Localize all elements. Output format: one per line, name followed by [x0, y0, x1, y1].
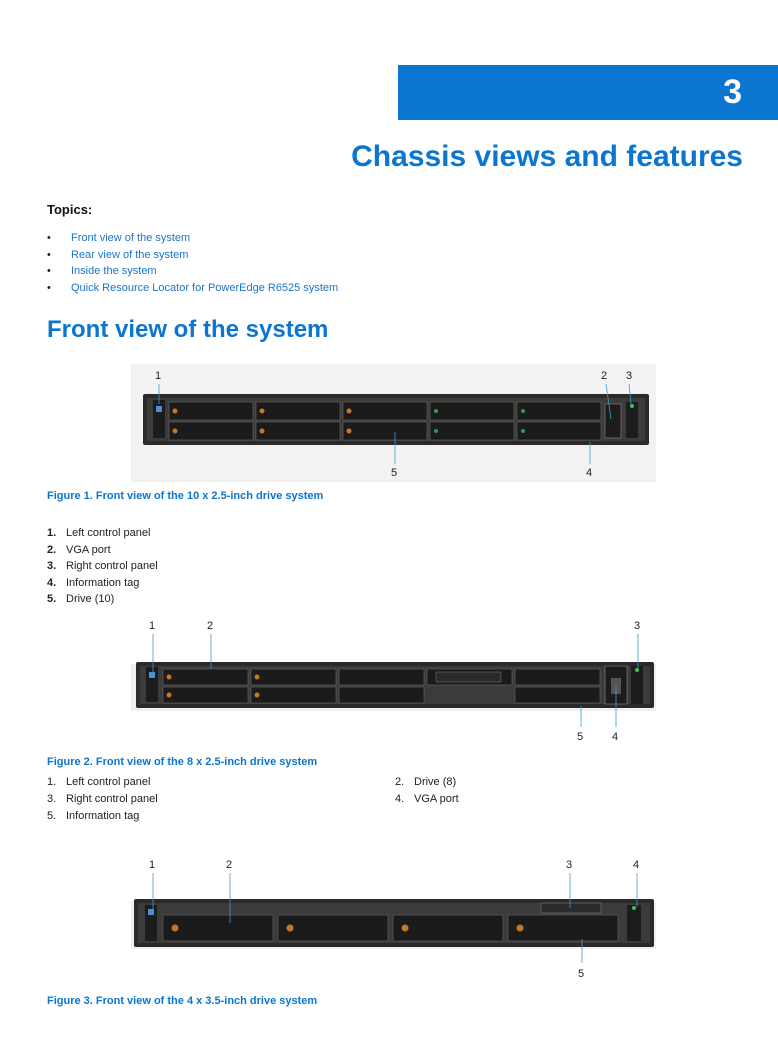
- callout-1: 1: [149, 620, 155, 632]
- legend-item: 3.Right control panel: [47, 793, 158, 805]
- chapter-title: Chassis views and features: [351, 140, 743, 173]
- topic-link-qrl[interactable]: Quick Resource Locator for PowerEdge R65…: [47, 280, 338, 297]
- legend-item: 2.VGA port: [47, 543, 111, 556]
- topics-label: Topics:: [47, 202, 93, 217]
- chapter-number: 3: [723, 73, 742, 111]
- topic-link-front-view[interactable]: Front view of the system: [47, 230, 338, 247]
- topic-link-inside[interactable]: Inside the system: [47, 263, 338, 280]
- callout-4: 4: [633, 859, 639, 871]
- callout-3: 3: [566, 859, 572, 871]
- figure-1-image: 1 2 3 4 5: [131, 364, 656, 482]
- legend-item: 5.Drive (10): [47, 593, 115, 605]
- legend-item: 4.VGA port: [395, 793, 459, 805]
- legend-item: 2.Drive (8): [395, 776, 457, 788]
- callout-2: 2: [207, 620, 213, 632]
- figure-2-legend: 1.Left control panel 2.Drive (8) 3.Right…: [47, 776, 467, 828]
- topics-list: Front view of the system Rear view of th…: [47, 230, 338, 296]
- legend-item: 5.Information tag: [47, 810, 140, 822]
- legend-item: 4.Information tag: [47, 576, 140, 589]
- legend-item: 1.Left control panel: [47, 527, 151, 539]
- callout-2: 2: [601, 370, 607, 382]
- callout-5: 5: [578, 968, 584, 980]
- figure-1-caption: Figure 1. Front view of the 10 x 2.5-inc…: [47, 490, 324, 502]
- figure-1-legend: 1.Left control panel 2.VGA port 3.Right …: [47, 525, 158, 608]
- callout-1: 1: [149, 859, 155, 871]
- figure-2-image: 1 2 3 5 4: [131, 614, 656, 746]
- callout-4: 4: [612, 731, 618, 743]
- legend-item: 1.Left control panel: [47, 776, 151, 788]
- callout-5: 5: [577, 731, 583, 743]
- callout-3: 3: [626, 370, 632, 382]
- callout-3: 3: [634, 620, 640, 632]
- chapter-banner: 3: [398, 65, 778, 120]
- callout-4: 4: [586, 467, 592, 479]
- legend-item: 3.Right control panel: [47, 560, 158, 572]
- callout-5: 5: [391, 467, 397, 479]
- callout-1: 1: [155, 370, 161, 382]
- figure-2-caption: Figure 2. Front view of the 8 x 2.5-inch…: [47, 756, 318, 768]
- callout-2: 2: [226, 859, 232, 871]
- figure-3-image: 1 2 3 4 5: [131, 853, 656, 985]
- figure-3-caption: Figure 3. Front view of the 4 x 3.5-inch…: [47, 995, 318, 1007]
- topic-link-rear-view[interactable]: Rear view of the system: [47, 247, 338, 264]
- section-title: Front view of the system: [47, 316, 329, 343]
